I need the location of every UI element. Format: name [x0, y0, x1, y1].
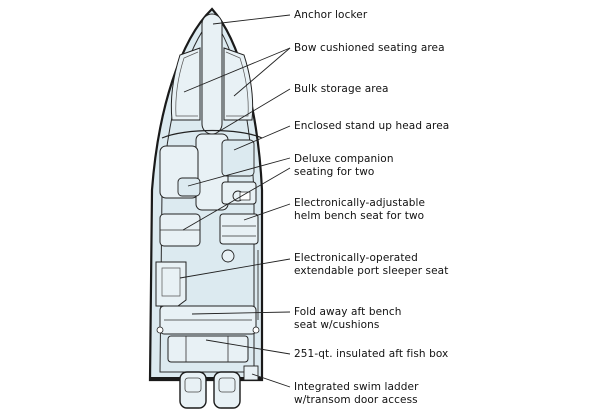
- leader-anchor-locker: [212, 14, 291, 25]
- leader-bulk-storage: [217, 88, 291, 133]
- leader-helm-bench: [243, 203, 291, 221]
- sleeper-seat-inner: [161, 267, 181, 297]
- leader-aft-bench: [191, 311, 291, 315]
- leader-bow-seating-1: [183, 47, 291, 93]
- leader-swim-ladder: [251, 373, 291, 388]
- label-anchor-locker: Anchor locker: [294, 9, 368, 21]
- label-swim-ladder: Integrated swim ladder w/transom door ac…: [294, 381, 419, 406]
- leader-fish-box: [205, 339, 291, 355]
- helm-controls: [239, 191, 251, 201]
- label-head-area: Enclosed stand up head area: [294, 120, 450, 132]
- sleeper-seat-shape: [155, 261, 187, 307]
- leader-lines: [179, 14, 291, 388]
- leader-sleeper: [179, 258, 291, 279]
- bow-seat-outline-right: [225, 51, 249, 117]
- leader-head-area: [233, 125, 291, 151]
- leader-companion: [187, 157, 291, 187]
- drink-holder: [221, 249, 235, 263]
- bow-seat-left: [170, 47, 201, 121]
- helm-bench-seat: [219, 213, 259, 245]
- label-bulk-storage: Bulk storage area: [294, 83, 389, 95]
- anchor-locker-shape: [201, 13, 223, 135]
- label-companion-seating: Deluxe companion seating for two: [294, 153, 394, 178]
- engine-left: [179, 371, 207, 409]
- label-fish-box: 251-qt. insulated aft fish box: [294, 348, 449, 360]
- label-sleeper-seat: Electronically-operated extendable port …: [294, 252, 449, 277]
- label-helm-bench: Electronically-adjustable helm bench sea…: [294, 197, 426, 222]
- companion-seat-cushion: [177, 177, 201, 197]
- head-door: [221, 139, 255, 177]
- label-aft-bench: Fold away aft bench seat w/cushions: [294, 306, 402, 331]
- bow-seat-outline-left: [175, 51, 199, 117]
- engine-right: [213, 371, 241, 409]
- label-bow-seating: Bow cushioned seating area: [294, 42, 445, 54]
- transom-door: [243, 365, 259, 381]
- windshield-line: [161, 129, 263, 139]
- leader-bow-seating-2: [233, 47, 291, 97]
- leader-companion-2: [182, 167, 291, 231]
